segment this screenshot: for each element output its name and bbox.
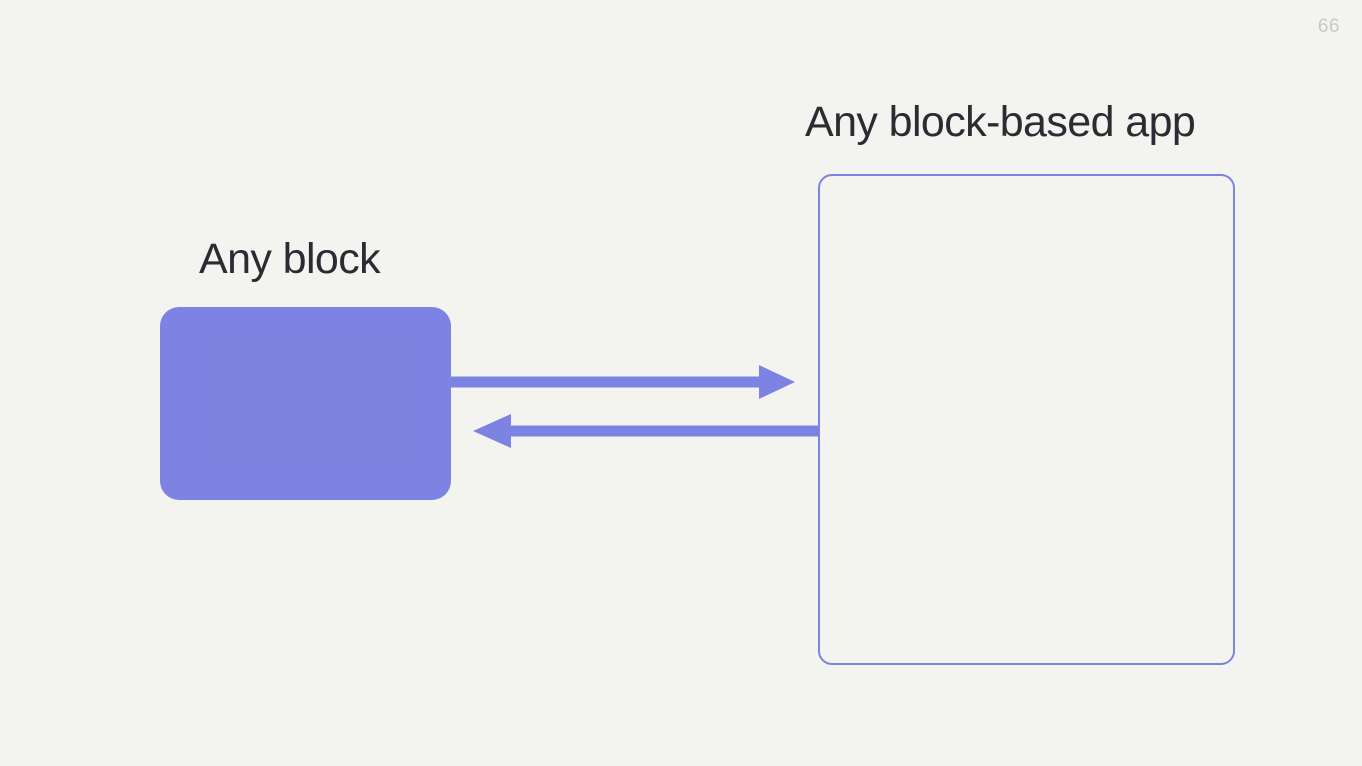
- any-block-based-app-title: Any block-based app: [805, 98, 1196, 146]
- any-block-label: Any block: [199, 235, 381, 283]
- any-block-based-app-node: [818, 174, 1235, 665]
- arrow-block-to-app: [451, 365, 795, 399]
- page-number: 66: [1317, 16, 1340, 37]
- arrow-app-to-block: [473, 414, 819, 448]
- any-block-node: [160, 307, 451, 500]
- any-block-inner-face: [203, 330, 417, 475]
